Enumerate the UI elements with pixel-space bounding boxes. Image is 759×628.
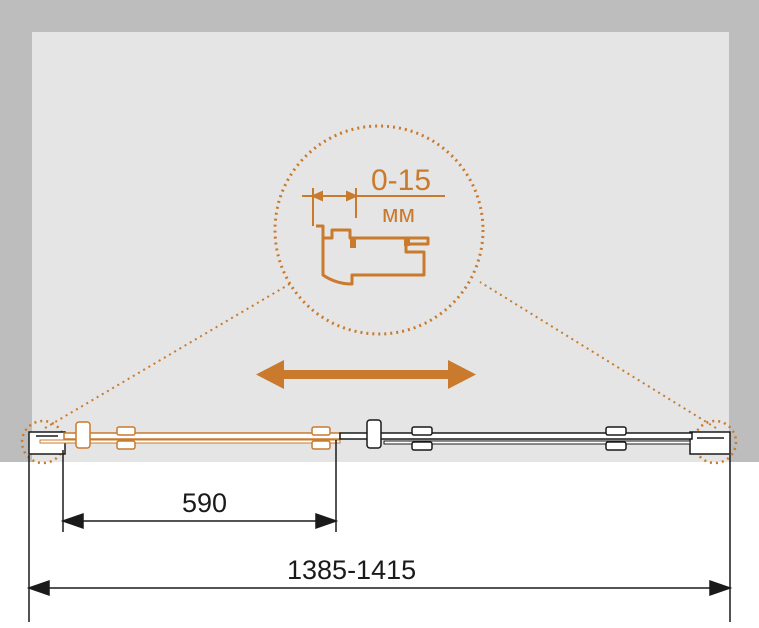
end-detail-right (692, 419, 738, 465)
detail-magnify-circle: 0-15 мм (273, 124, 485, 336)
total-width-label: 1385-1415 (287, 555, 416, 585)
right-wall-profile (689, 431, 731, 455)
unit-label: мм (382, 201, 415, 228)
range-label: 0-15 (371, 164, 431, 197)
total-width-dimension (26, 455, 733, 622)
door-width-label: 590 (182, 488, 227, 518)
adjustment-dimension (302, 188, 445, 226)
magnify-circle-icon (273, 124, 485, 336)
leader-line-right (479, 281, 717, 429)
door-width-dimension (60, 440, 339, 532)
fixed-glass-panel (339, 419, 693, 451)
double-arrow-icon (256, 360, 476, 389)
